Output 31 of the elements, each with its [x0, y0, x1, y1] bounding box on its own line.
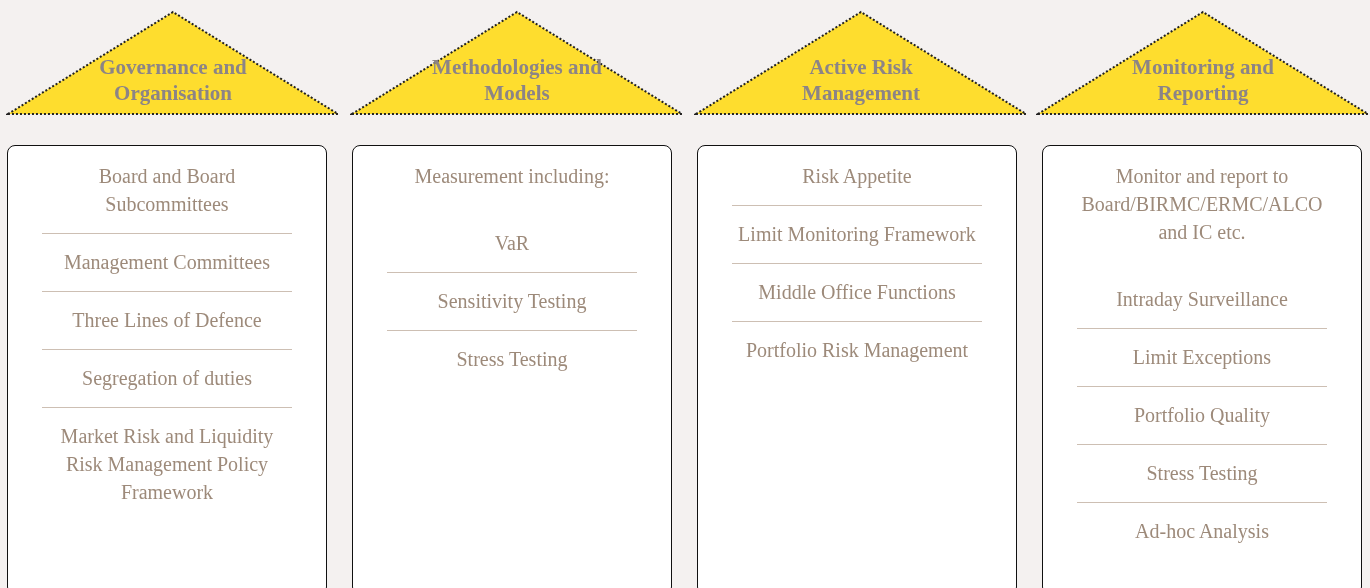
list-item: Board and Board Subcommittees	[97, 164, 237, 217]
list-item: Segregation of duties	[81, 366, 253, 392]
list-item: Limit Exceptions	[1131, 345, 1273, 371]
list-item: Market Risk and Liquidity Risk Management Policy Framework	[59, 424, 275, 505]
list-item: Intraday Surveillance	[1115, 287, 1289, 313]
list-item: Portfolio Quality	[1132, 403, 1272, 429]
category-card	[352, 145, 672, 588]
heading-text: Methodologies and Models	[431, 54, 603, 106]
list-item: Portfolio Risk Management	[744, 338, 970, 364]
heading-triangle	[350, 10, 684, 116]
heading-triangle	[1036, 10, 1370, 116]
list-item: Risk Appetite	[801, 164, 913, 190]
list-item: Sensitivity Testing	[436, 289, 588, 315]
heading-text: Governance and Organisation	[98, 54, 248, 106]
list-item: VaR	[493, 231, 531, 256]
list-item: Management Committees	[62, 250, 272, 276]
heading-text: Active Risk Management	[801, 54, 921, 106]
list-item: Ad-hoc Analysis	[1134, 519, 1270, 545]
list-item: Three Lines of Defence	[71, 308, 263, 333]
list-item: Limit Monitoring Framework	[737, 222, 977, 248]
list-item: Stress Testing	[1145, 461, 1259, 487]
heading-text: Monitoring and Reporting	[1131, 54, 1275, 106]
category-card	[7, 145, 327, 588]
list-item: Monitor and report to Board/BIRMC/ERMC/ALCO and IC etc.	[1080, 164, 1324, 245]
list-item: Measurement including:	[413, 164, 611, 190]
list-item: Stress Testing	[455, 347, 569, 373]
heading-triangle	[694, 10, 1028, 116]
list-item: Middle Office Functions	[757, 280, 957, 305]
category-card	[1042, 145, 1362, 588]
category-card	[697, 145, 1017, 588]
heading-triangle	[6, 10, 340, 116]
